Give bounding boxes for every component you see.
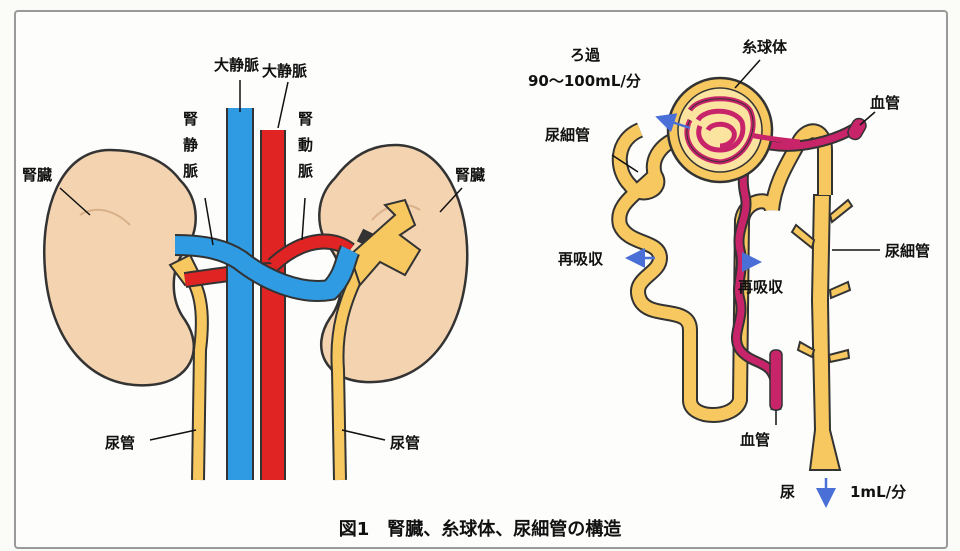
label-filtration-rate: 90～100mL/分 xyxy=(528,72,641,90)
label-ureter-right: 尿管 xyxy=(390,434,420,452)
label-renal-vein-1: 腎 xyxy=(183,110,198,128)
label-vena-cava-left: 大静脈 xyxy=(214,56,259,74)
label-tubule-right: 尿細管 xyxy=(885,242,930,260)
label-reabsorb-right: 再吸収 xyxy=(738,278,784,296)
label-blood-vessel-top: 血管 xyxy=(870,94,900,112)
label-renal-artery-2: 動 xyxy=(298,136,313,154)
label-urine-rate: 1mL/分 xyxy=(850,483,906,501)
figure-caption: 図1 腎臓、糸球体、尿細管の構造 xyxy=(339,518,622,540)
label-glomerulus: 糸球体 xyxy=(742,38,788,56)
label-renal-vein-2: 静 xyxy=(183,136,198,154)
label-kidney-left: 腎臓 xyxy=(22,166,52,184)
label-ureter-left: 尿管 xyxy=(105,434,135,452)
label-vena-cava-right: 大静脈 xyxy=(262,62,307,80)
label-urine: 尿 xyxy=(780,483,795,501)
vessel-end-bottom xyxy=(770,350,782,410)
collecting-duct xyxy=(810,195,840,470)
label-renal-artery-3: 脈 xyxy=(298,162,313,180)
label-filtration: ろ過 xyxy=(570,46,601,64)
label-reabsorb-left: 再吸収 xyxy=(558,250,604,268)
label-renal-artery-1: 腎 xyxy=(298,110,313,128)
label-tubule-left: 尿細管 xyxy=(545,126,590,144)
label-kidney-right: 腎臓 xyxy=(455,166,485,184)
label-blood-vessel-bottom: 血管 xyxy=(740,431,770,449)
label-renal-vein-3: 脈 xyxy=(183,162,198,180)
